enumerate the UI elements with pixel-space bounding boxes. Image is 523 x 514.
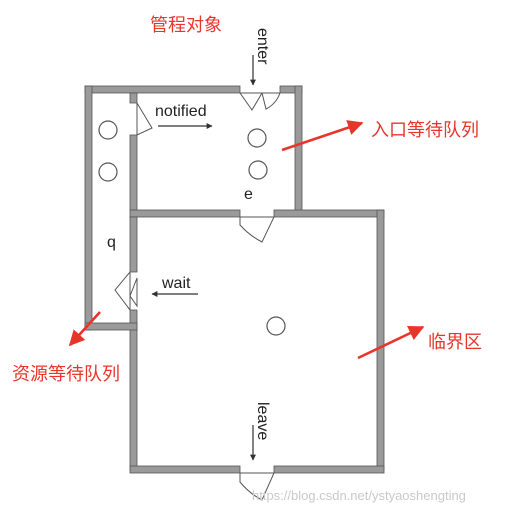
wait-door [114,270,131,312]
wait-label: wait [161,275,191,292]
leave-label: leave [254,402,271,440]
flow-arrows [151,55,256,461]
notified-door [136,101,153,136]
critical-section-label: 临界区 [428,332,482,353]
entry-door [239,92,263,111]
annotation-arrows [68,120,425,360]
notified-label: notified [155,103,207,120]
q-label: q [107,234,116,251]
exit-door [239,472,275,501]
entry-queue-label: 入口等待队列 [371,120,479,141]
doors [114,92,281,501]
walls [84,85,385,474]
entry-thread-2 [248,160,268,180]
entry-thread-1 [247,128,267,148]
resource-queue-arrow [68,311,101,347]
wait-thread-1 [98,120,118,140]
entry-queue-arrow [281,120,364,152]
resource-queue-label: 资源等待队列 [12,364,120,385]
monitor-label: 管程对象 [150,15,222,36]
wait-thread-2 [98,162,118,182]
critical-section-arrow [357,325,425,360]
owner-thread [266,316,286,336]
threads [98,120,286,336]
e-label: e [244,186,253,203]
enter-label: enter [254,28,271,65]
watermark: https://blog.csdn.net/ystyaoshengting [252,488,466,503]
e-door [239,216,275,243]
